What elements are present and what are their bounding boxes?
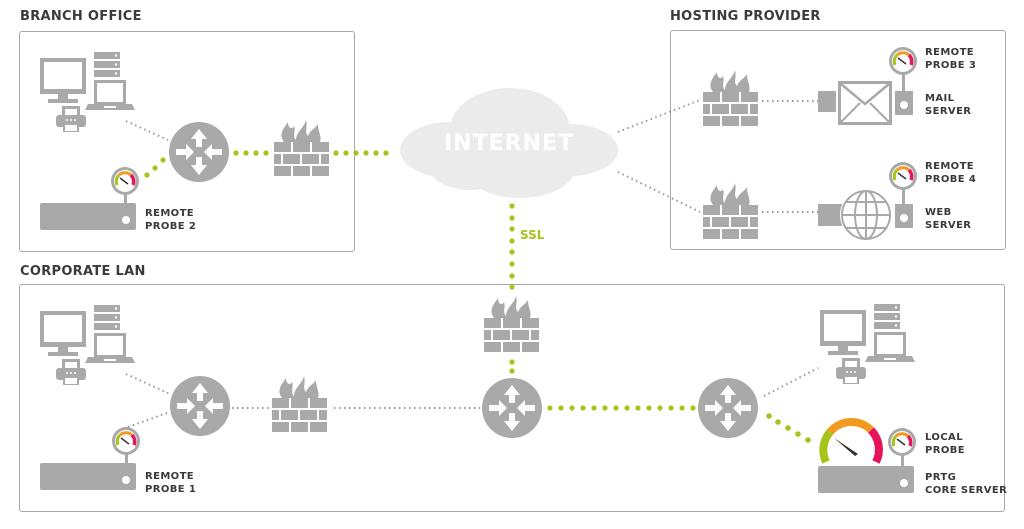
probe-gauge-icon [887,160,919,192]
link-core-router-right-router [547,405,696,411]
firewall-icon [703,70,758,126]
firewall-icon [703,183,758,239]
core-server-icon [818,466,914,493]
label-web-server: WEB SERVER [925,206,971,232]
label-remote-probe-4: REMOTE PROBE 4 [925,160,976,186]
label-line: REMOTE [145,208,195,219]
link-fw-internet [333,150,389,156]
link-internet-ssl [509,203,515,290]
probe-gauge-icon [887,45,919,77]
label-line: PRTG [925,472,957,483]
link-router-fw-branch [233,150,269,156]
label-line: SERVER [925,106,972,117]
workstation-group-icon [40,305,135,385]
link-probe1-router [127,411,171,428]
internet-label: INTERNET [444,131,575,156]
link-router-ws-right [763,367,819,397]
dotted-links-gray [125,99,819,428]
label-line: LOCAL [925,432,963,443]
link-lan-ws-router [125,373,171,395]
probe-server-icon [40,203,136,230]
label-remote-probe-3: REMOTE PROBE 3 [925,46,976,72]
link-branch-ws-router [125,120,169,141]
router-icon [170,376,230,436]
firewall-icon [274,120,329,176]
label-line: MAIL [925,93,955,104]
router-icon [169,122,229,182]
probe-stem [124,193,127,203]
probe-gauge-icon [886,426,918,458]
router-icon [482,378,542,438]
label-line: CORE SERVER [925,485,1008,496]
label-line: REMOTE [145,471,195,482]
probe-gauge-icon [110,425,142,457]
label-remote-probe-1: REMOTE PROBE 1 [145,470,196,496]
label-local-probe: LOCAL PROBE [925,431,965,457]
link-fw-core-router-vertical [509,359,515,374]
firewall-icon [272,376,327,432]
zone-title-branch-office: BRANCH OFFICE [20,9,142,24]
link-internet-hosting-fw1 [617,99,701,133]
label-remote-probe-2: REMOTE PROBE 2 [145,207,196,233]
link-router-core-server [766,413,811,443]
label-line: REMOTE [925,47,975,58]
dotted-links-green [144,150,811,443]
link-internet-hosting-fw2 [617,171,701,213]
zone-title-hosting-provider: HOSTING PROVIDER [670,9,821,24]
firewall-icon [484,296,539,352]
probe-server-icon [40,463,136,490]
label-line: REMOTE [925,161,975,172]
label-line: PROBE [925,445,965,456]
workstation-group-icon [820,304,915,384]
label-core-server: PRTG CORE SERVER [925,471,1007,497]
label-line: PROBE 3 [925,60,977,71]
workstation-group-icon [40,52,135,132]
ssl-label: SSL [520,228,545,242]
link-probe2-router [144,157,166,178]
mail-server-icon [818,81,913,125]
internet-cloud-icon [400,88,618,198]
zone-title-corporate-lan: CORPORATE LAN [20,264,146,279]
big-gauge-icon [819,418,883,464]
label-line: PROBE 4 [925,174,977,185]
label-line: PROBE 1 [145,484,197,495]
label-line: PROBE 2 [145,221,197,232]
web-server-icon [818,189,913,241]
label-line: WEB [925,207,952,218]
router-icon [698,378,758,438]
label-mail-server: MAIL SERVER [925,92,971,118]
probe-gauge-icon [109,165,141,197]
label-line: SERVER [925,220,972,231]
